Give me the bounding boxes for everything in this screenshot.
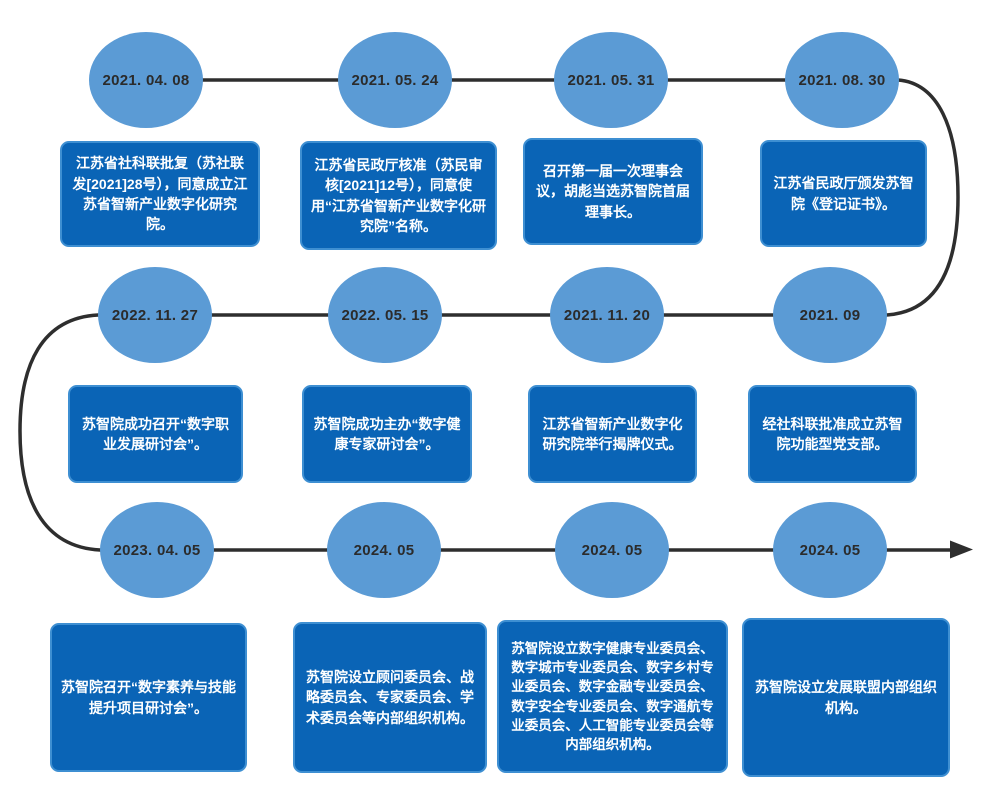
milestone-date: 2024. 05 xyxy=(353,541,415,559)
milestone-text: 苏智院设立数字健康专业委员会、数字城市专业委员会、数字乡村专业委员会、数字金融专… xyxy=(511,641,714,752)
milestone-date: 2021. 05. 24 xyxy=(351,71,439,89)
milestone-card-2: 江苏省民政厅核准（苏民审核[2021]12号），同意使用“江苏省智新产业数字化研… xyxy=(300,141,497,250)
milestone-date: 2024. 05 xyxy=(799,541,861,559)
date-circle-1: 2021. 04. 08 xyxy=(89,32,203,128)
milestone-text: 召开第一届一次理事会议，胡彪当选苏智院首届理事长。 xyxy=(536,163,690,220)
milestone-date: 2021. 11. 20 xyxy=(563,306,651,324)
milestone-date: 2022. 05. 15 xyxy=(341,306,429,324)
milestone-date: 2021. 08. 30 xyxy=(798,71,886,89)
milestone-card-11: 苏智院设立数字健康专业委员会、数字城市专业委员会、数字乡村专业委员会、数字金融专… xyxy=(497,620,728,773)
milestone-card-8: 经社科联批准成立苏智院功能型党支部。 xyxy=(748,385,917,483)
date-circle-12: 2024. 05 xyxy=(773,502,887,598)
milestone-card-5: 苏智院成功召开“数字职业发展研讨会”。 xyxy=(68,385,243,483)
milestone-card-1: 江苏省社科联批复（苏社联发[2021]28号），同意成立江苏省智新产业数字化研究… xyxy=(60,141,260,247)
milestone-date: 2021. 04. 08 xyxy=(102,71,190,89)
date-circle-8: 2021. 09 xyxy=(773,267,887,363)
date-circle-7: 2021. 11. 20 xyxy=(550,267,664,363)
date-circle-4: 2021. 08. 30 xyxy=(785,32,899,128)
milestone-text: 江苏省民政厅核准（苏民审核[2021]12号），同意使用“江苏省智新产业数字化研… xyxy=(311,156,486,234)
milestone-text: 苏智院成功召开“数字职业发展研讨会”。 xyxy=(82,415,229,452)
milestone-date: 2024. 05 xyxy=(581,541,643,559)
date-circle-2: 2021. 05. 24 xyxy=(338,32,452,128)
milestone-date: 2022. 11. 27 xyxy=(111,306,199,324)
date-circle-9: 2023. 04. 05 xyxy=(100,502,214,598)
date-circle-6: 2022. 05. 15 xyxy=(328,267,442,363)
milestone-text: 苏智院设立发展联盟内部组织机构。 xyxy=(755,679,937,716)
date-circle-11: 2024. 05 xyxy=(555,502,669,598)
milestone-date: 2023. 04. 05 xyxy=(113,541,201,559)
milestone-card-7: 江苏省智新产业数字化研究院举行揭牌仪式。 xyxy=(528,385,697,483)
milestone-card-3: 召开第一届一次理事会议，胡彪当选苏智院首届理事长。 xyxy=(523,138,703,245)
milestone-card-4: 江苏省民政厅颁发苏智院《登记证书》。 xyxy=(760,140,927,247)
date-circle-10: 2024. 05 xyxy=(327,502,441,598)
milestone-card-9: 苏智院召开“数字素养与技能提升项目研讨会”。 xyxy=(50,623,247,772)
date-circle-3: 2021. 05. 31 xyxy=(554,32,668,128)
milestone-date: 2021. 09 xyxy=(799,306,861,324)
milestone-date: 2021. 05. 31 xyxy=(567,71,655,89)
milestone-card-12: 苏智院设立发展联盟内部组织机构。 xyxy=(742,618,950,777)
date-circle-5: 2022. 11. 27 xyxy=(98,267,212,363)
milestone-text: 苏智院召开“数字素养与技能提升项目研讨会”。 xyxy=(61,679,236,716)
milestone-text: 经社科联批准成立苏智院功能型党支部。 xyxy=(762,415,903,452)
milestone-text: 江苏省民政厅颁发苏智院《登记证书》。 xyxy=(773,175,914,212)
milestone-text: 江苏省智新产业数字化研究院举行揭牌仪式。 xyxy=(542,415,683,452)
milestone-card-6: 苏智院成功主办“数字健康专家研讨会”。 xyxy=(302,385,472,483)
arrow-head-icon xyxy=(950,540,973,559)
milestone-card-10: 苏智院设立顾问委员会、战略委员会、专家委员会、学术委员会等内部组织机构。 xyxy=(293,622,487,773)
milestone-text: 苏智院设立顾问委员会、战略委员会、专家委员会、学术委员会等内部组织机构。 xyxy=(306,669,474,726)
milestone-text: 苏智院成功主办“数字健康专家研讨会”。 xyxy=(313,415,461,452)
milestone-text: 江苏省社科联批复（苏社联发[2021]28号），同意成立江苏省智新产业数字化研究… xyxy=(72,155,248,233)
